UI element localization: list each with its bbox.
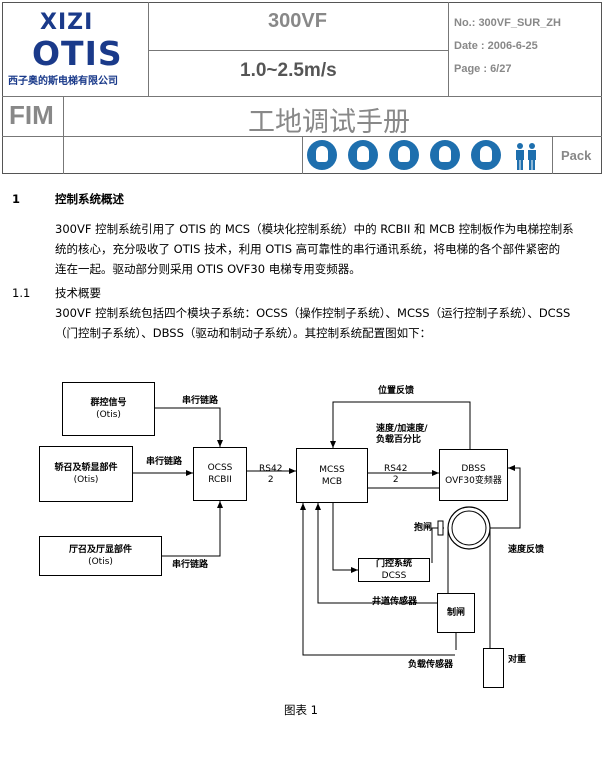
section-heading: 控制系统概述 — [55, 192, 124, 206]
subsection-number: 1.1 — [12, 286, 31, 300]
doc-date: Date : 2006-6-25 — [454, 40, 538, 52]
serial-link-label: 串行链路 — [146, 457, 183, 467]
pack-label: Pack — [561, 148, 592, 163]
hold-brake-label: 抱闸 — [414, 523, 433, 533]
hall-call-box: 厅召及厅显部件(Otis) — [39, 536, 162, 576]
counterweight-label: 对重 — [508, 655, 527, 665]
divider — [2, 96, 602, 97]
divider — [148, 2, 149, 96]
logo-brand-top: XIZI — [40, 10, 94, 35]
helmet-icon — [348, 140, 378, 170]
doc-number: No.: 300VF_SUR_ZH — [454, 17, 561, 29]
paragraph-line: 统的核心，充分吸收了 OTIS 技术，利用 OTIS 高可靠性的串行通讯系统，将… — [55, 242, 561, 256]
paragraph-line: （门控制子系统）、DBSS（驱动和制动子系统）。其控制系统配置图如下： — [55, 326, 432, 340]
speed-command-label: 速度/加速度/负载百分比 — [376, 424, 428, 445]
divider — [302, 136, 303, 174]
model-name: 300VF — [268, 10, 327, 32]
divider — [148, 50, 448, 51]
group-control-box: 群控信号(Otis) — [62, 382, 155, 436]
harness-icon — [471, 140, 501, 170]
serial-link-label: 串行链路 — [172, 560, 209, 570]
brake-icon — [437, 520, 444, 536]
divider — [552, 136, 553, 174]
section-number: 1 — [12, 192, 21, 206]
speed-feedback-label: 速度反馈 — [508, 545, 545, 555]
car-call-box: 轿召及轿显部件(Otis) — [39, 446, 133, 502]
page-number: Page : 6/27 — [454, 63, 512, 75]
section-code: FIM — [9, 100, 54, 130]
brake-box: 制闸 — [437, 593, 475, 633]
gloves-icon — [430, 140, 460, 170]
manual-title: 工地调试手册 — [248, 107, 410, 138]
hoistway-sensor-label: 井道传感器 — [372, 597, 418, 607]
two-person-icon — [516, 143, 536, 170]
paragraph-line: 300VF 控制系统引用了 OTIS 的 MCS（模块化控制系统）中的 RCBI… — [55, 222, 574, 236]
boots-icon — [389, 140, 419, 170]
goggles-icon — [307, 140, 337, 170]
serial-link-label: 串行链路 — [182, 396, 219, 406]
subsection-heading: 技术概要 — [55, 286, 101, 300]
speed-range: 1.0~2.5m/s — [240, 60, 337, 81]
company-name: 西子奥的斯电梯有限公司 — [8, 76, 118, 87]
traction-machine-icon — [447, 506, 491, 550]
paragraph-line: 300VF 控制系统包括四个模块子系统：OCSS（操作控制子系统）、MCSS（运… — [55, 306, 571, 320]
position-feedback-label: 位置反馈 — [378, 386, 415, 396]
paragraph-line: 连在一起。驱动部分则采用 OTIS OVF30 电梯专用变频器。 — [55, 262, 361, 276]
figure-caption: 图表 1 — [284, 703, 318, 717]
load-sensor-label: 负载传感器 — [408, 660, 454, 670]
divider — [63, 96, 64, 174]
logo-brand-main: OTIS — [32, 34, 123, 73]
divider — [448, 2, 449, 96]
counterweight-box — [483, 648, 504, 688]
